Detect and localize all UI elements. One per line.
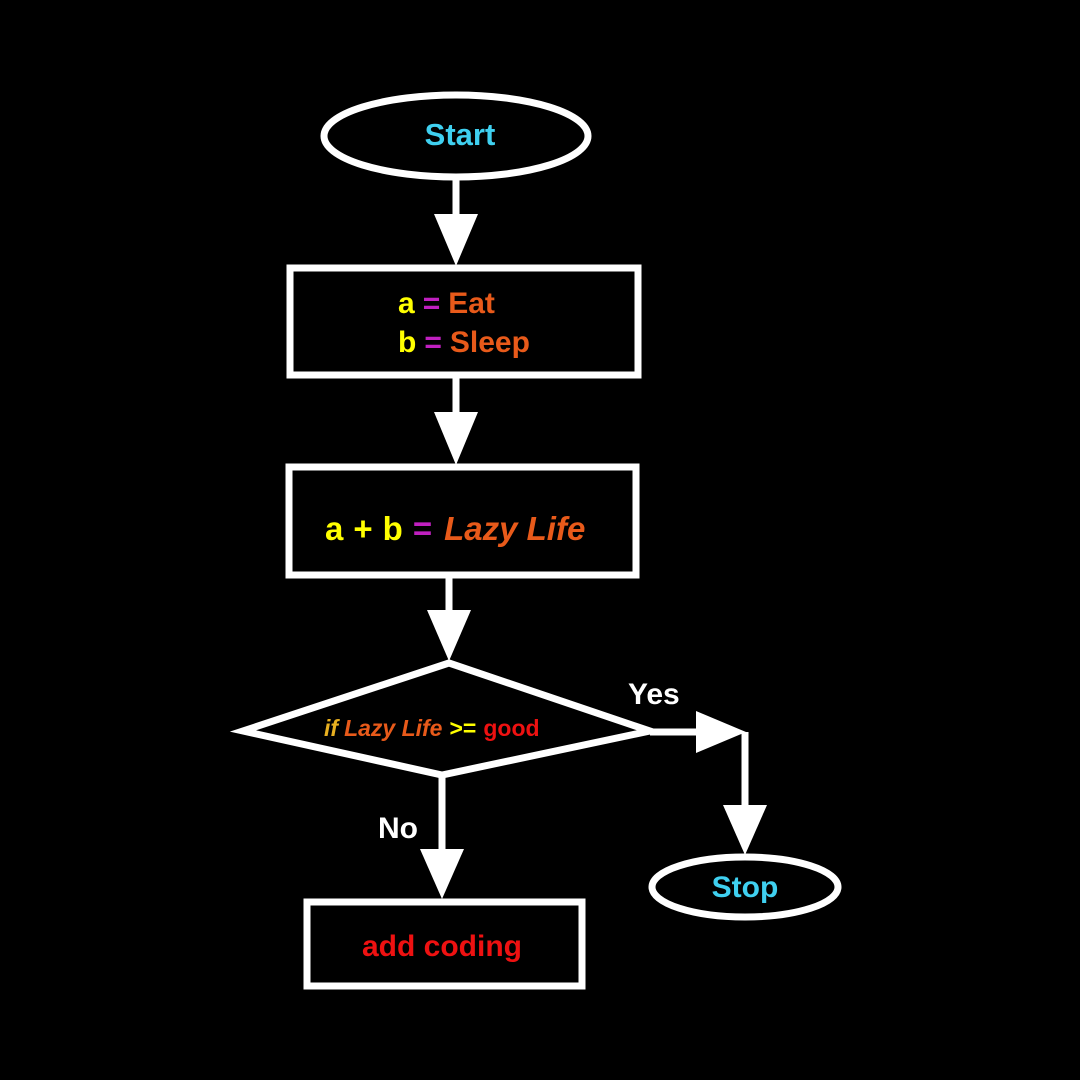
equals-sign: =	[423, 287, 441, 320]
stop-node: Stop	[648, 853, 842, 921]
action-process-box: add coding	[303, 898, 586, 990]
equals-sign: =	[413, 510, 432, 547]
plus-sign: +	[353, 510, 372, 547]
arrow-start-to-assign	[434, 177, 478, 266]
sum-expression: a+ b = Lazy Life	[325, 510, 585, 547]
stop-ellipse	[648, 853, 842, 921]
action-rect	[303, 898, 586, 990]
decision-shape	[229, 659, 664, 779]
start-label: Start	[425, 117, 496, 152]
result-lazy-life: Lazy Life	[444, 510, 585, 547]
sum-rect	[285, 463, 640, 579]
var-a: a	[398, 287, 415, 320]
condition-subject: Lazy Life	[344, 715, 443, 741]
yes-label: Yes	[628, 678, 680, 711]
stop-label: Stop	[712, 871, 779, 904]
start-node: Start	[320, 91, 592, 181]
sum-process-box: a+ b = Lazy Life	[285, 463, 640, 579]
no-label: No	[378, 812, 418, 845]
assign-line-b: b=Sleep	[398, 326, 530, 359]
yes-branch-connector: Yes	[628, 678, 767, 855]
arrow-assign-to-sum	[434, 375, 478, 465]
var-a: a	[325, 510, 344, 547]
condition-target: good	[483, 715, 539, 741]
assign-process-box: a=Eat b=Sleep	[286, 264, 642, 379]
value-sleep: Sleep	[450, 326, 530, 359]
action-label: add coding	[362, 930, 522, 963]
value-eat: Eat	[448, 287, 495, 320]
equals-sign: =	[424, 326, 442, 359]
var-b: b	[383, 510, 403, 547]
assign-line-a: a=Eat	[398, 287, 495, 320]
var-b: b	[398, 326, 416, 359]
if-keyword: if	[324, 715, 340, 741]
no-branch-connector: No	[378, 775, 464, 899]
arrow-sum-to-decision	[427, 575, 471, 661]
assign-rect	[286, 264, 642, 379]
gte-operator: >=	[449, 715, 476, 741]
